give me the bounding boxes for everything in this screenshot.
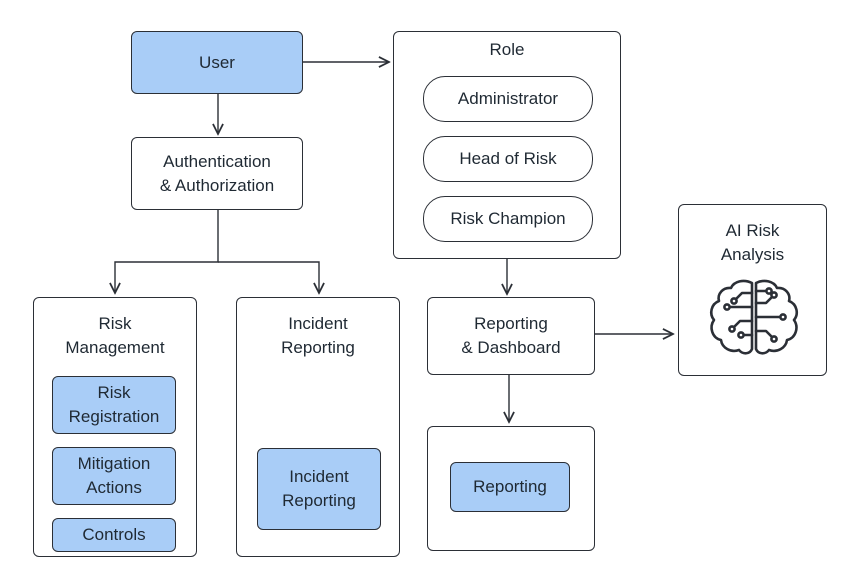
auth-label: Authentication & Authorization — [159, 151, 275, 195]
mitigation-actions-node: Mitigation Actions — [52, 447, 176, 505]
incident-reporting-node: Incident Reporting — [257, 448, 381, 530]
role-item-label: Administrator — [457, 89, 559, 108]
edge-auth-incident — [218, 261, 319, 293]
reporting-dashboard-label: Reporting & Dashboard — [461, 314, 561, 357]
controls-node: Controls — [52, 518, 176, 552]
controls-label: Controls — [82, 525, 146, 544]
role-item-label: Head of Risk — [459, 149, 557, 168]
role-item-head-of-risk: Head of Risk — [423, 136, 593, 182]
reporting-label: Reporting — [473, 477, 547, 496]
role-container: Role Administrator Head of Risk Risk Cha… — [393, 31, 621, 259]
user-label: User — [199, 52, 235, 72]
role-item-administrator: Administrator — [423, 76, 593, 122]
role-item-risk-champion: Risk Champion — [423, 196, 593, 242]
risk-management-title: Risk Management — [65, 314, 165, 357]
incident-reporting-container: Incident Reporting Incident Reporting — [236, 297, 400, 557]
brain-circuit-icon — [709, 279, 799, 355]
reporting-container: Reporting — [427, 426, 595, 551]
mitigation-actions-label: Mitigation Actions — [77, 454, 151, 497]
edge-auth-split — [115, 210, 219, 293]
user-node: User — [131, 31, 303, 94]
risk-registration-node: Risk Registration — [52, 376, 176, 434]
incident-reporting-item-label: Incident Reporting — [282, 467, 356, 510]
reporting-dashboard-node: Reporting & Dashboard — [427, 297, 595, 375]
role-title: Role — [489, 40, 525, 59]
auth-node: Authentication & Authorization — [131, 137, 303, 210]
incident-reporting-title: Incident Reporting — [281, 314, 355, 357]
risk-management-container: Risk Management Risk Registration Mitiga… — [33, 297, 197, 557]
role-item-label: Risk Champion — [450, 209, 566, 228]
ai-risk-title: AI Risk Analysis — [720, 221, 785, 264]
ai-risk-analysis-node: AI Risk Analysis — [678, 204, 827, 376]
reporting-node: Reporting — [450, 462, 570, 512]
risk-registration-label: Risk Registration — [68, 383, 160, 426]
